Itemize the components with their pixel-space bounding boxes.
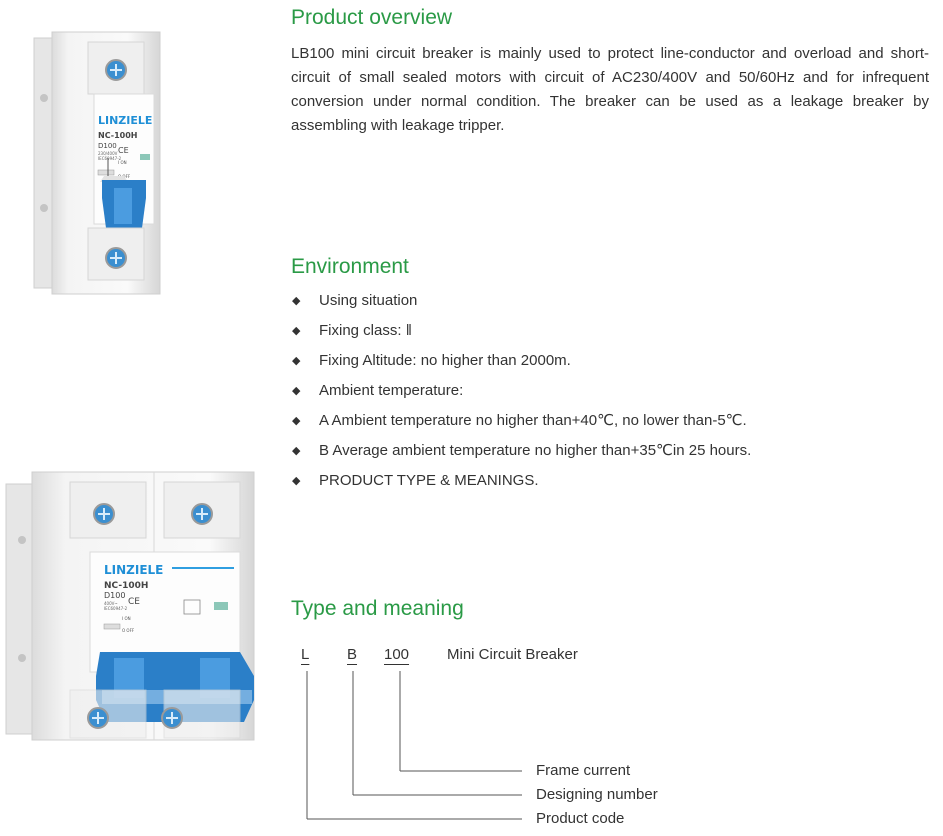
diamond-bullet-icon: ◆ xyxy=(292,295,301,307)
type-description: Mini Circuit Breaker xyxy=(447,646,578,663)
list-item: ◆Using situation xyxy=(292,289,751,319)
diamond-bullet-icon: ◆ xyxy=(292,445,301,457)
rating-label: D100 xyxy=(104,591,125,600)
on-label: I ON xyxy=(122,616,131,621)
list-item: ◆Fixing Altitude: no higher than 2000m. xyxy=(292,349,751,379)
list-item: ◆B Average ambient temperature no higher… xyxy=(292,439,751,469)
ce-mark-icon: CE xyxy=(128,597,140,607)
off-label: O OFF xyxy=(118,174,131,179)
list-item: ◆A Ambient temperature no higher than+40… xyxy=(292,409,751,439)
voltage-label: 400V~ xyxy=(104,601,118,606)
code-letter-l: L xyxy=(301,646,310,663)
diamond-bullet-icon: ◆ xyxy=(292,385,301,397)
code-number-100: 100 xyxy=(384,646,410,663)
diamond-bullet-icon: ◆ xyxy=(292,355,301,367)
brand-label: LINZIELE xyxy=(98,114,152,127)
off-label: O OFF xyxy=(122,628,135,633)
rating-label: D100 xyxy=(98,142,117,150)
diamond-bullet-icon: ◆ xyxy=(292,475,301,487)
breaker-1p-image: LINZIELE NC-100H D100 230/400V IEC60947-… xyxy=(28,28,168,298)
environment-list: ◆Using situation ◆Fixing class: ‖ ◆Fixin… xyxy=(292,289,751,499)
overview-title: Product overview xyxy=(291,6,453,29)
list-item: ◆Ambient temperature: xyxy=(292,379,751,409)
label-designing-number: Designing number xyxy=(536,786,658,803)
diamond-bullet-icon: ◆ xyxy=(292,415,301,427)
model-label: NC-100H xyxy=(104,581,148,591)
list-item: ◆PRODUCT TYPE & MEANINGS. xyxy=(292,469,751,499)
overview-text: LB100 mini circuit breaker is mainly use… xyxy=(291,45,929,134)
list-item: ◆Fixing class: ‖ xyxy=(292,319,751,349)
diamond-bullet-icon: ◆ xyxy=(292,325,301,337)
on-label: I ON xyxy=(118,160,127,165)
standard-label: IEC60947-2 xyxy=(98,156,122,161)
voltage-label: 230/400V xyxy=(98,151,118,156)
environment-title: Environment xyxy=(291,255,409,278)
model-label: NC-100H xyxy=(98,131,137,140)
ce-mark-icon: CE xyxy=(118,146,129,155)
label-product-code: Product code xyxy=(536,810,625,827)
type-title: Type and meaning xyxy=(291,597,464,620)
code-letter-b: B xyxy=(347,646,358,663)
breaker-2p-image: LINZIELE NC-100H D100 400V~ IEC60947-2 C… xyxy=(4,462,270,744)
standard-label: IEC60947-2 xyxy=(104,606,128,611)
label-frame-current: Frame current xyxy=(536,762,631,779)
brand-label: LINZIELE xyxy=(104,563,163,577)
